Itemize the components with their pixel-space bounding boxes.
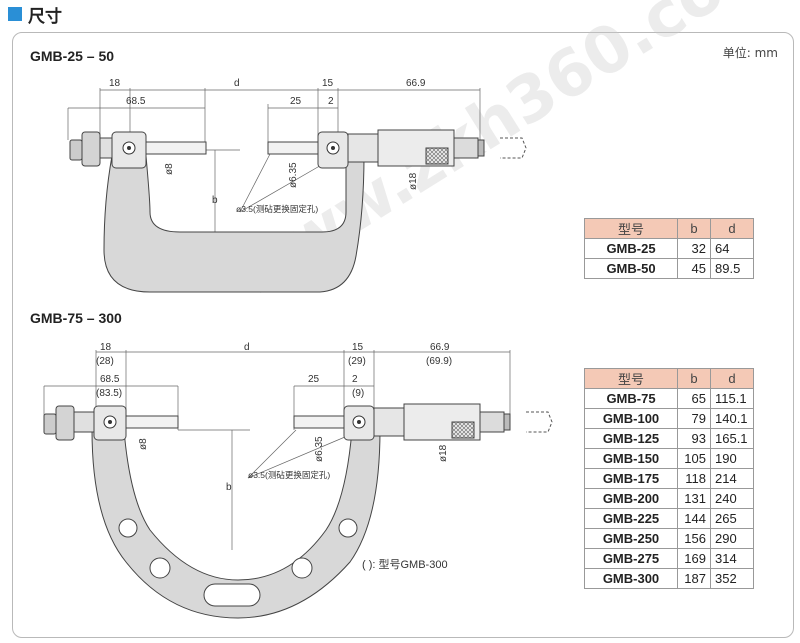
dim-15: 15 (352, 342, 364, 353)
unit-label: 单位: mm (722, 46, 778, 60)
dim-2: 2 (328, 96, 334, 107)
dim-phi3-5: ø3.5(测砧更换固定孔) (248, 470, 330, 480)
dim-phi6-35: ø6.35 (288, 162, 299, 188)
dim-phi8: ø8 (138, 438, 149, 450)
dim-phi3-5: ø3.5(测砧更换固定孔) (236, 204, 318, 214)
dim-66-9: 66.9 (406, 78, 426, 89)
col-d: d (710, 368, 754, 389)
dim-2: 2 (352, 374, 358, 385)
dim-18-alt: (28) (96, 356, 114, 367)
dim-68-5: 68.5 (126, 96, 146, 107)
dim-25: 25 (308, 374, 320, 385)
page-title: 尺寸 (28, 6, 62, 27)
section2-title: GMB-75 – 300 (30, 310, 122, 326)
section-header: 尺寸 (8, 2, 62, 27)
dim-b: b (212, 195, 218, 206)
section1-title: GMB-25 – 50 (30, 48, 115, 64)
spec-table-25-50: 型号 b d GMB-25 32 64 GMB-50 45 89.5 (584, 218, 754, 279)
dim-18: 18 (100, 342, 112, 353)
dim-d: d (244, 342, 250, 353)
dim-phi18: ø18 (408, 172, 419, 190)
dim-68-5: 68.5 (100, 374, 120, 385)
table-header-row: 型号 b d (584, 368, 754, 389)
dim-d: d (234, 78, 240, 89)
dim-18: 18 (109, 78, 121, 89)
header-square-icon (8, 7, 22, 21)
col-b: b (677, 218, 711, 239)
dim-25: 25 (290, 96, 302, 107)
table-row: GMB-25 32 64 (584, 238, 754, 259)
dim-phi18: ø18 (438, 444, 449, 462)
dim-68-5-alt: (83.5) (96, 388, 122, 399)
col-d: d (710, 218, 754, 239)
table-row: GMB-50 45 89.5 (584, 258, 754, 279)
micrometer-25-50: 18 68.5 d 15 66.9 25 2 b ø3.5(测砧更换固定孔) ø… (67, 78, 527, 293)
dim-15: 15 (322, 78, 334, 89)
col-model: 型号 (584, 218, 678, 239)
col-model: 型号 (584, 368, 678, 389)
col-b: b (677, 368, 711, 389)
model-note: ( ): 型号GMB-300 (362, 559, 448, 571)
dim-2-alt: (9) (352, 388, 364, 399)
dim-b: b (226, 482, 232, 493)
dim-66-9-alt: (69.9) (426, 356, 452, 367)
micrometer-75-300: 18 (28) 68.5 (83.5) d 15 (29) 66.9 (69.9… (43, 342, 553, 619)
dim-phi6-35: ø6.35 (314, 436, 325, 462)
dim-phi8: ø8 (164, 163, 175, 175)
dim-15-alt: (29) (348, 356, 366, 367)
dim-66-9: 66.9 (430, 342, 450, 353)
table-header-row: 型号 b d (584, 218, 754, 239)
